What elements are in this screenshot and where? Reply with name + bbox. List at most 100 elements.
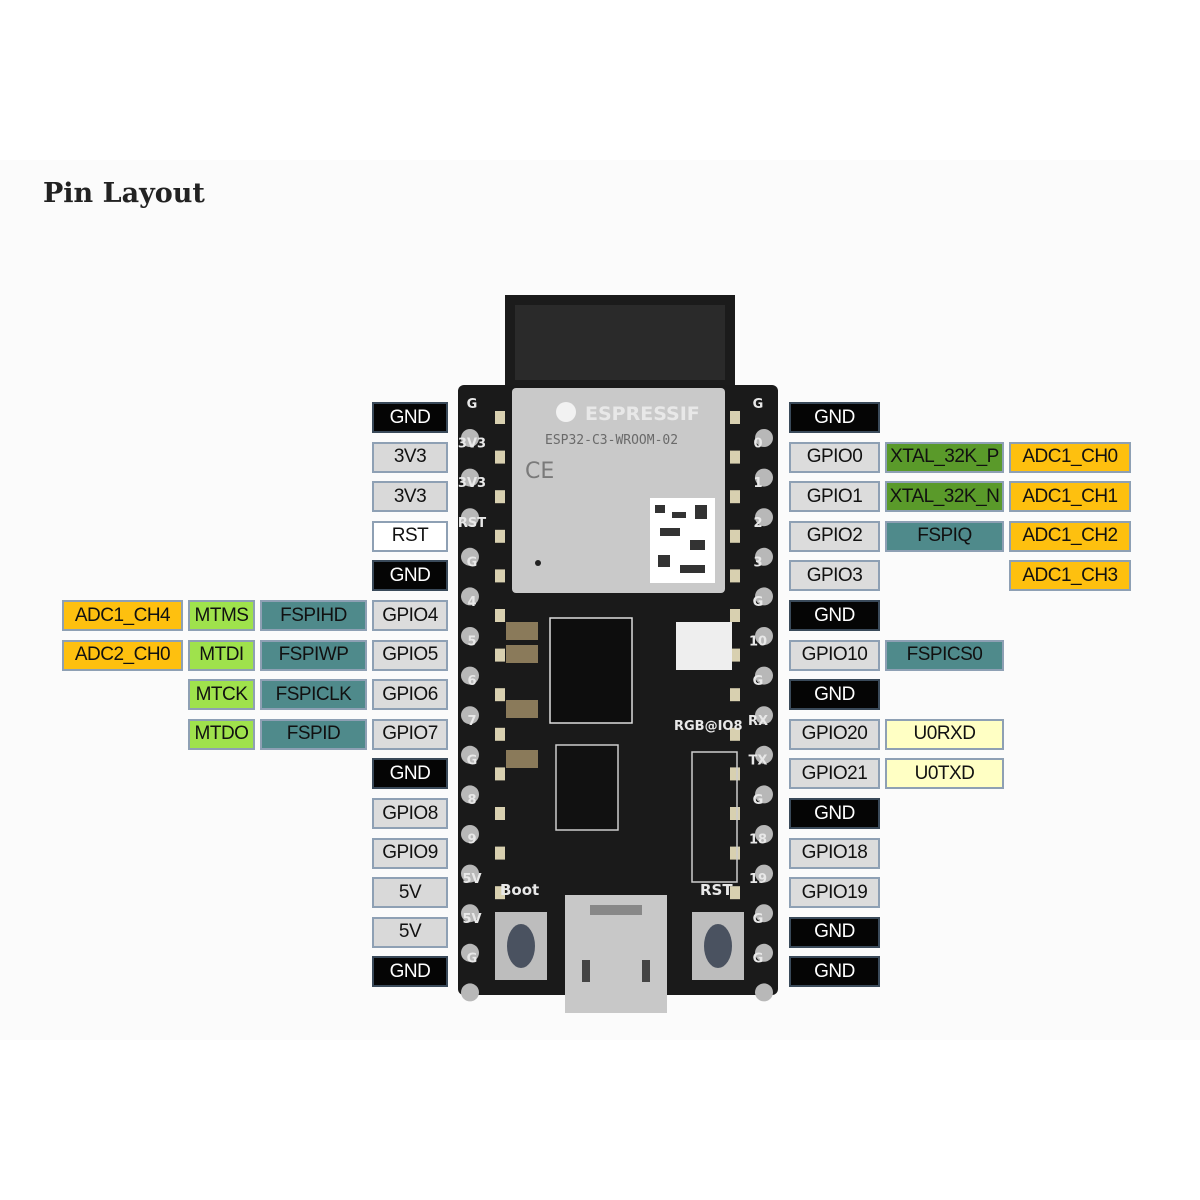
reset-button[interactable] [692,912,744,980]
pin-label-right-gpio0: GPIO0 [789,441,880,473]
alt-function-adc1_ch0: ADC1_CH0 [1009,441,1131,473]
silkscreen-label: 3V3 [458,437,486,452]
silkscreen-label: 5V [462,912,481,927]
pin-label-left-gpio5: GPIO5 [372,639,448,671]
module-pad [495,569,505,583]
header-pin [461,825,479,843]
pin-label-left-rst: RST [372,520,448,552]
alt-function-mtck: MTCK [188,679,255,711]
alt-function-mtdi: MTDI [188,639,255,671]
module-pad [495,807,505,820]
module-pad [495,529,505,543]
module-pad [730,490,740,504]
module-pad [730,648,740,662]
silkscreen-label: G [467,555,478,570]
alt-function-fspiq: FSPIQ [885,520,1004,552]
silkscreen-label: 7 [467,714,476,729]
module-pad [730,767,740,781]
alt-function-fspid: FSPID [260,718,367,750]
module-pad [495,450,505,464]
silkscreen-label: 8 [467,793,476,808]
module-pad [495,727,505,741]
header-pin [755,468,773,487]
silkscreen-label: 2 [753,516,762,531]
header-pin [755,706,773,725]
silkscreen-label: 9 [467,833,476,848]
header-pin [461,864,479,883]
page-title: Pin Layout [43,178,205,209]
module-model: ESP32-C3-WROOM-02 [545,433,678,448]
rgb-label: RGB@IO8 [674,719,743,734]
wroom-module: ESPRESSIF ESP32-C3-WROOM-02 CE [512,388,725,593]
pin-label-left-gnd: GND [372,956,448,988]
silkscreen-label: G [753,595,764,610]
header-pin [461,666,479,685]
module-pad [495,688,505,702]
pin-label-right-gnd: GND [789,679,880,711]
pin-label-left-gnd: GND [372,758,448,790]
header-pin [755,587,773,606]
silkscreen-label: TX [749,753,768,768]
alt-function-adc1_ch1: ADC1_CH1 [1009,481,1131,513]
header-pin [755,943,773,962]
silkscreen-label: 19 [749,872,767,887]
rgb-led [676,622,732,670]
silkscreen-label: RST [458,516,486,531]
pin-label-left-gnd: GND [372,560,448,592]
module-pad [730,450,740,464]
module-pad [730,807,740,820]
header-pin [755,627,773,645]
module-pad [495,609,505,622]
header-pin [755,666,773,685]
module-pad [730,529,740,543]
header-pin [755,864,773,883]
pin-label-left-gpio8: GPIO8 [372,798,448,829]
silkscreen-label: G [467,753,478,768]
pin-label-left-3v3: 3V3 [372,441,448,473]
silkscreen-label: 5 [467,635,476,650]
header-pin [755,983,773,1002]
module-pad [495,846,505,860]
header-pin [755,745,773,764]
pin-label-left-gpio6: GPIO6 [372,679,448,711]
header-pin [755,429,773,447]
pin-label-right-gpio20: GPIO20 [789,718,880,750]
pin-label-right-gpio2: GPIO2 [789,520,880,552]
alt-function-adc1_ch2: ADC1_CH2 [1009,520,1131,552]
header-pin [461,587,479,606]
module-pad [495,886,505,900]
header-pin [461,468,479,487]
silkscreen-label: G [467,951,478,966]
boot-button[interactable] [495,912,547,980]
silkscreen-label: G [467,397,478,412]
module-pad [730,609,740,622]
alt-function-fspics0: FSPICS0 [885,639,1004,671]
pin-label-right-gnd: GND [789,956,880,988]
alt-function-xtal_32k_n: XTAL_32K_N [885,481,1004,513]
silkscreen-label: 3 [753,555,762,570]
silkscreen-label: 4 [467,595,476,610]
module-pad [730,886,740,900]
header-pin [461,706,479,725]
pin-label-left-gpio9: GPIO9 [372,837,448,869]
pin-label-right-gnd: GND [789,600,880,631]
header-pin [461,627,479,645]
pin-label-left-gpio4: GPIO4 [372,600,448,631]
alt-function-fspiwp: FSPIWP [260,639,367,671]
antenna [505,295,735,390]
silkscreen-label: 10 [749,635,767,650]
module-pad [730,846,740,860]
module-pad [730,569,740,583]
pin-label-right-gpio3: GPIO3 [789,560,880,592]
pin-label-left-3v3: 3V3 [372,481,448,513]
header-pin [461,983,479,1002]
header-pin [461,785,479,804]
header-pin [755,904,773,923]
pin-label-left-5v: 5V [372,916,448,948]
header-pin [755,785,773,804]
alt-function-mtms: MTMS [188,600,255,631]
micro-usb-port[interactable] [565,895,667,1013]
